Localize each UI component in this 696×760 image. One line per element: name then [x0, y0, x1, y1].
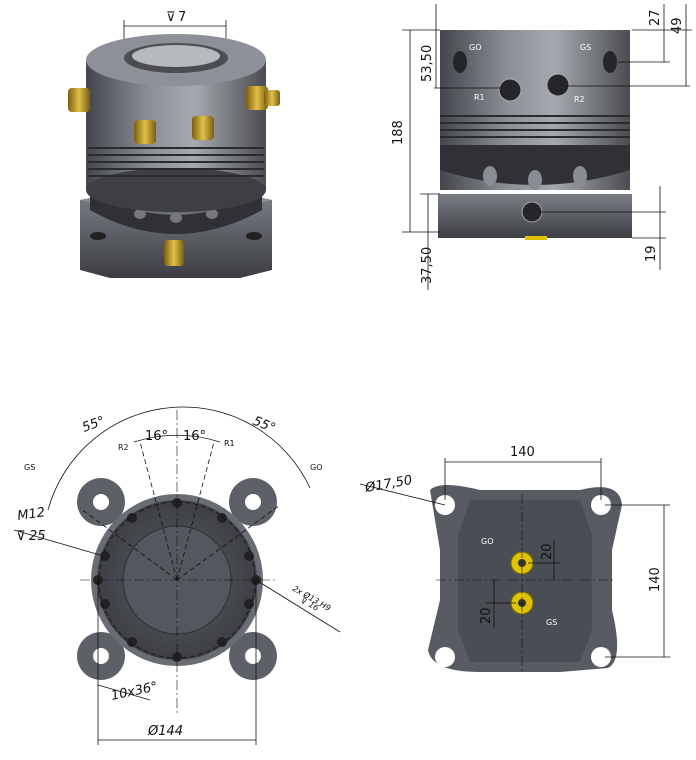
- top-view: 55° 55° 16° 16° R2 R1 GS GO M12 ⊽ 25 2x …: [13, 406, 341, 745]
- top-pin-depth: 16: [307, 600, 320, 613]
- top-angle-55-left: 55°: [80, 414, 107, 436]
- side-port-r1: [498, 78, 522, 102]
- top-ray-gs: [79, 507, 178, 581]
- side-yellow-port: [525, 236, 547, 240]
- top-ray-go: [176, 504, 281, 581]
- side-label-27: 27: [648, 9, 663, 26]
- top-pin-depth-symbol: ⊽: [299, 596, 309, 607]
- bottom-label-gs: GS: [546, 618, 557, 627]
- iso-scallop: [134, 209, 146, 219]
- bottom-label-20a: 20: [540, 543, 555, 560]
- bottom-label-140-h: 140: [510, 445, 535, 460]
- depth-symbol: ⊽: [166, 10, 176, 25]
- top-diameter-144: Ø144: [147, 724, 183, 739]
- bottom-diameter-1750: Ø17,50: [363, 473, 413, 496]
- iso-plate-hole: [90, 232, 106, 240]
- top-pin-leader: [255, 579, 341, 633]
- top-bolt-leader: [97, 684, 151, 701]
- top-angle-16-left: 16°: [145, 429, 168, 444]
- top-angle-55-right: 55°: [251, 414, 278, 437]
- bottom-label-go: GO: [481, 537, 494, 546]
- side-scallop: [573, 166, 587, 186]
- iso-fitting: [68, 86, 280, 266]
- top-arc-16: [133, 434, 221, 443]
- iso-view: ⊽ 7: [68, 10, 280, 278]
- top-thread-depth-symbol: ⊽: [16, 529, 26, 544]
- side-label-188: 188: [391, 120, 406, 145]
- side-label-go: GO: [469, 43, 482, 52]
- side-port-go: [453, 51, 467, 73]
- iso-top-bore-inner: [132, 45, 220, 67]
- top-thread-depth: 25: [29, 529, 46, 544]
- bottom-label-140-v: 140: [648, 567, 663, 592]
- side-view: GO GS R1 R2 188 53,50 37,50 27 49 19: [391, 4, 692, 290]
- iso-body-lower: [90, 190, 262, 234]
- top-label-gs: GS: [24, 463, 35, 472]
- side-label-19: 19: [644, 245, 659, 262]
- side-scallop: [528, 170, 542, 190]
- side-port-base: [521, 201, 543, 223]
- side-port-r2: [546, 73, 570, 97]
- bottom-hole-leader: [359, 483, 446, 506]
- iso-scallop: [206, 209, 218, 219]
- top-thread-leader: [13, 529, 101, 556]
- top-label-r1: R1: [224, 439, 235, 448]
- side-port-gs: [603, 51, 617, 73]
- side-label-r2: R2: [574, 95, 585, 104]
- iso-cylinder-bottom: [86, 168, 266, 212]
- top-angle-16-right: 16°: [183, 429, 206, 444]
- top-label-go: GO: [310, 463, 323, 472]
- side-label-5350: 53,50: [420, 45, 435, 82]
- top-angle-arc: [47, 406, 311, 511]
- side-scallop: [483, 166, 497, 186]
- bottom-view: Ø17,50 140 140 20 20 GO GS: [359, 445, 670, 672]
- iso-grooves: [88, 147, 264, 177]
- top-label-r2: R2: [118, 443, 129, 452]
- side-grooves: [440, 115, 630, 138]
- bottom-label-20b: 20: [479, 607, 494, 624]
- depth-label: 7: [178, 10, 186, 25]
- side-label-3750: 37,50: [420, 247, 435, 284]
- top-bolt-pattern: 10x36°: [110, 679, 159, 704]
- side-label-49: 49: [670, 17, 685, 34]
- iso-plate-hole: [246, 232, 262, 240]
- top-thread-label: M12: [16, 505, 46, 524]
- iso-scallop: [170, 213, 182, 223]
- side-label-gs: GS: [580, 43, 591, 52]
- bottom-body: [458, 500, 592, 662]
- side-label-r1: R1: [474, 93, 485, 102]
